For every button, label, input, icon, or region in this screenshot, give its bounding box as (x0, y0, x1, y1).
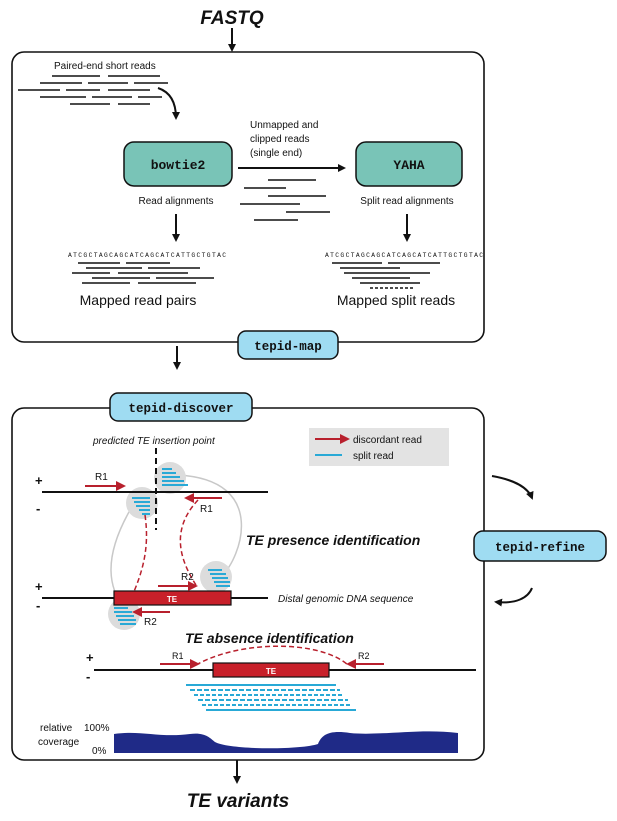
strand-minus-3: - (86, 669, 90, 684)
te-label-absence: TE (266, 667, 277, 676)
discordant-link-right (179, 499, 199, 586)
strand-plus-1: + (35, 473, 43, 488)
absence-title: TE absence identification (185, 630, 354, 646)
tepid-map-label: tepid-map (254, 340, 322, 354)
te-block-absence (212, 662, 330, 678)
strand-plus-3: + (86, 650, 94, 665)
tepid-refine-label: tepid-refine (495, 541, 585, 555)
absence-r1-label: R1 (172, 651, 184, 661)
split-reads-distal-left (114, 607, 136, 625)
split-alignments-label: Split read alignments (360, 196, 453, 207)
legend-split-label: split read (353, 451, 394, 462)
absence-r2-label: R2 (358, 651, 370, 661)
absence-discordant-link (195, 645, 349, 666)
mapped-split-label: Mapped split reads (337, 292, 455, 308)
output-title: TE variants (187, 791, 289, 812)
unmapped-line-1: Unmapped and (250, 120, 318, 131)
coverage-label-2: coverage (38, 737, 80, 748)
te-label-presence: TE (167, 595, 178, 604)
r1-label-top: R1 (95, 472, 108, 483)
presence-title: TE presence identification (246, 532, 420, 548)
absence-split-reads (186, 684, 356, 711)
yaha-box (355, 141, 463, 187)
split-reads-distal-right (208, 569, 230, 587)
r1-label-reverse: R1 (200, 504, 213, 515)
refine-arrow-out (494, 587, 533, 607)
bowtie2-box (123, 141, 233, 187)
read-alignments-label: Read alignments (138, 196, 213, 207)
coverage-label-1: relative (40, 723, 73, 734)
r2-label-upper: R2 (181, 572, 194, 583)
strand-minus-1: - (36, 501, 40, 516)
coverage-max-label: 100% (84, 723, 110, 734)
insertion-point-label: predicted TE insertion point (92, 436, 216, 447)
coverage-area (114, 731, 458, 753)
te-block-presence (113, 590, 232, 606)
yaha-label: YAHA (393, 158, 424, 173)
sequence-right: ATCGCTAGCAGCATCAGCATCATTGCTGTAC (325, 252, 483, 259)
bowtie2-label: bowtie2 (151, 158, 206, 173)
strand-plus-2: + (35, 579, 43, 594)
coverage-min-label: 0% (92, 746, 107, 757)
tepid-map-tab (237, 330, 339, 360)
strand-minus-2: - (36, 598, 40, 613)
paired-reads-lines (18, 75, 168, 105)
paired-reads-label: Paired-end short reads (54, 61, 156, 72)
unmapped-line-3: (single end) (250, 148, 302, 159)
mapped-pairs-lines (72, 262, 214, 284)
unmapped-reads-lines (240, 179, 330, 221)
r2-label-lower: R2 (144, 617, 157, 628)
legend-discordant-label: discordant read (353, 435, 422, 446)
reads-to-bowtie-arrow (157, 87, 180, 120)
mapped-pairs-label: Mapped read pairs (80, 292, 197, 308)
distal-label: Distal genomic DNA sequence (278, 594, 414, 605)
tepid-discover-label: tepid-discover (128, 402, 233, 416)
zoom-circle-4 (108, 598, 140, 630)
sequence-left: ATCGCTAGCAGCATCAGCATCATTGCTGTAC (68, 252, 226, 259)
split-reads-upper (162, 468, 188, 486)
split-reads-lower (132, 497, 150, 515)
unmapped-line-2: clipped reads (250, 134, 309, 145)
tepid-discover-tab (109, 392, 253, 422)
tepid-refine-tab (473, 530, 607, 562)
input-title: FASTQ (200, 8, 264, 29)
connector-right (177, 474, 243, 576)
refine-arrow-in (491, 475, 534, 500)
legend-box (309, 428, 449, 466)
mapped-split-lines (332, 262, 440, 289)
